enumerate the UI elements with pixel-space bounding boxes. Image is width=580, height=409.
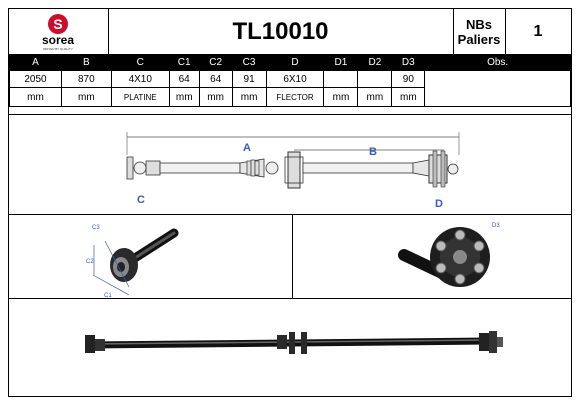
logo-cell: S sorea DRIVEN BY QUALITY [9,9,109,54]
value-cell: 91 [231,70,267,88]
col-header: C2 [198,54,233,71]
dimensions-value-row: 2050 870 4X10 64 64 91 6X10 90 [9,70,571,107]
brand-name: sorea [42,33,74,47]
nbs-label-line1: NBs [465,16,492,32]
header-row: S sorea DRIVEN BY QUALITY TL10010 NBs Pa… [9,9,571,55]
sorea-logo: S sorea DRIVEN BY QUALITY [42,14,74,51]
dimensions-unit-row: mm mm PLATINE mm mm mm FLECTOR mm mm mm [9,87,571,107]
drawing-section: A B C [9,114,571,215]
svg-text:S: S [53,16,62,32]
col-header: A [9,54,62,71]
unit-cell: mm [198,87,233,107]
dimensions-table: A B C C1 C2 C3 D D1 D2 D3 Obs. 2050 870 … [9,54,571,107]
unit-cell: mm [357,87,393,107]
value-cell: 64 [198,70,233,88]
unit-cell: mm [168,87,200,107]
brand-tagline: DRIVEN BY QUALITY [43,47,73,51]
col-header: D [265,54,325,71]
label-c1: C1 [104,293,112,299]
col-header: Obs. [424,54,571,71]
label-d3: D3 [492,223,500,229]
col-header: C [110,54,170,71]
label-c2: C2 [86,259,94,265]
col-header: B [60,54,112,71]
nbs-label-line2: Paliers [457,31,501,47]
unit-cell: mm [60,87,112,107]
product-sheet: S sorea DRIVEN BY QUALITY TL10010 NBs Pa… [8,8,572,397]
detail-section: C3 C2 C1 D3 [9,214,571,299]
unit-cell: mm [323,87,359,107]
part-reference: TL10010 [108,9,454,54]
label-d: D [435,198,443,210]
value-cell [357,70,393,88]
platine-detail: C3 C2 C1 [9,215,293,299]
unit-cell: mm [9,87,62,107]
label-b: B [369,146,377,158]
driveshaft-photo [85,331,503,354]
label-c3: C3 [92,225,100,231]
flector-detail-image: D3 [398,223,500,287]
value-cell: 64 [168,70,200,88]
nbs-value: 1 [533,22,543,40]
nbs-label: NBs Paliers [453,9,506,54]
flector-detail: D3 [292,215,571,299]
unit-cell: mm [391,87,426,107]
col-header: C3 [231,54,267,71]
label-c: C [137,194,145,206]
unit-cell: mm [231,87,267,107]
col-header: D1 [323,54,359,71]
col-header: D3 [391,54,426,71]
value-cell [323,70,359,88]
value-cell: 90 [391,70,426,88]
label-a: A [243,142,251,154]
value-cell [424,70,571,107]
note-cell: FLECTOR [265,87,325,107]
shaft-dimension-drawing: A B C [126,132,460,210]
dimensions-header-row: A B C C1 C2 C3 D D1 D2 D3 Obs. [9,54,571,71]
value-cell: 2050 [9,70,62,88]
col-header: D2 [357,54,393,71]
note-cell: PLATINE [110,87,170,107]
value-cell: 870 [60,70,112,88]
value-cell: 4X10 [110,70,170,88]
photo-section [9,298,571,397]
value-cell: 6X10 [265,70,325,88]
platine-detail-image: C3 C2 C1 [86,225,179,299]
col-header: C1 [168,54,200,71]
